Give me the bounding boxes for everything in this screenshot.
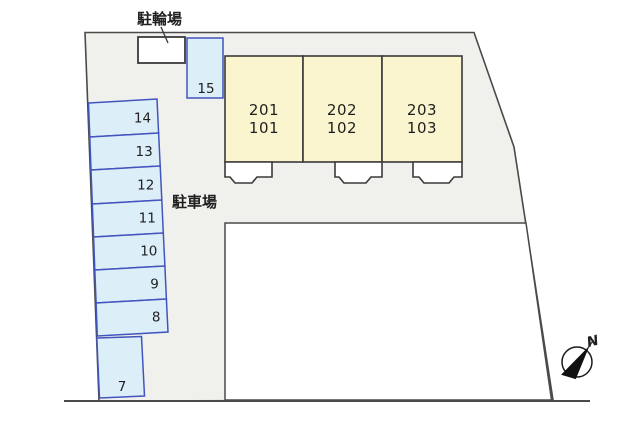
unit-1-lower-label: 101 <box>249 119 279 137</box>
car-parking-label: 駐車場 <box>172 193 217 211</box>
unit-3-upper-label: 203 <box>407 101 437 119</box>
compass: N <box>561 333 601 380</box>
parking-space-8-label: 8 <box>152 310 161 326</box>
entrance-porch-2 <box>334 161 383 184</box>
compass-needle-shaft <box>587 339 595 349</box>
unit-1-upper-label: 201 <box>249 101 279 119</box>
parking-space-12-label: 12 <box>137 178 154 194</box>
unit-3-lower-label: 103 <box>407 119 437 137</box>
parking-lot-area <box>224 222 553 401</box>
parking-space-9-label: 9 <box>150 277 159 293</box>
compass-needle-icon <box>561 347 589 380</box>
parking-space-15 <box>186 37 224 99</box>
parking-space-11-label: 11 <box>139 211 156 227</box>
parking-spaces: 15 14 13 12 11 10 9 8 7 <box>87 37 224 399</box>
building-unit-2 <box>302 55 383 163</box>
entrance-porch-1 <box>224 161 273 184</box>
parking-space-10-label: 10 <box>140 244 157 260</box>
parking-space-8 <box>95 298 169 337</box>
parking-space-7 <box>96 335 146 399</box>
unit-2-lower-label: 102 <box>327 119 357 137</box>
unit-2-upper-label: 202 <box>327 101 357 119</box>
entrance-porch-3 <box>412 161 463 184</box>
building-unit-1 <box>224 55 304 163</box>
parking-space-7-label: 7 <box>118 379 127 395</box>
bicycle-parking: 駐輪場 <box>137 10 186 64</box>
building: 201 101 202 102 203 103 <box>224 55 463 184</box>
bicycle-parking-area <box>137 36 186 64</box>
bicycle-parking-leader-line <box>160 26 169 44</box>
parking-space-14-label: 14 <box>134 111 151 127</box>
parking-space-15-label: 15 <box>197 81 214 97</box>
parking-space-13-label: 13 <box>136 144 153 160</box>
compass-north-label: N <box>585 333 601 351</box>
bicycle-parking-label: 駐輪場 <box>137 10 182 28</box>
